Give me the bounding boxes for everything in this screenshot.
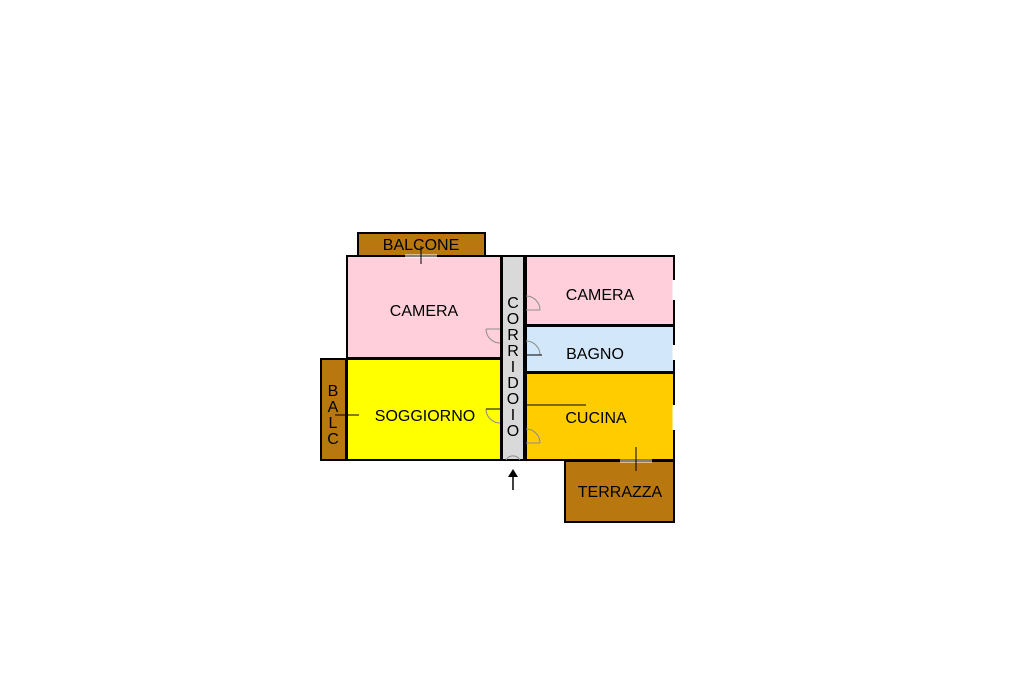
corridoio-area	[501, 255, 525, 461]
corridoio-label: C O R R I D O I O	[507, 295, 519, 440]
camera-right-label: CAMERA	[566, 287, 635, 304]
corridoio-letter: O	[507, 391, 519, 408]
corridoio-letter: O	[507, 311, 519, 328]
corridoio-letter: D	[507, 375, 519, 392]
balc-side-label: B A L C	[327, 383, 339, 448]
arrow-up-icon	[508, 469, 518, 490]
terrazza-area	[564, 460, 675, 523]
corridoio-letter: C	[507, 295, 519, 312]
camera-left-label: CAMERA	[390, 303, 459, 320]
door-marks	[485, 295, 586, 461]
corridoio-letter: I	[511, 359, 515, 376]
cucina-label: CUCINA	[565, 410, 627, 427]
balcone-top-label: BALCONE	[383, 237, 459, 254]
balc-letter: L	[329, 415, 338, 432]
window-marks	[335, 246, 676, 471]
balc-letter: B	[328, 383, 339, 400]
balc-letter: C	[327, 431, 339, 448]
corridoio-letter: R	[507, 343, 519, 360]
corridoio-letter: I	[511, 407, 515, 424]
soggiorno-label: SOGGIORNO	[375, 408, 475, 425]
corridoio-letter: O	[507, 423, 519, 440]
balc-letter: A	[328, 399, 339, 416]
cucina-area	[525, 372, 675, 461]
terrazza-label: TERRAZZA	[578, 484, 663, 501]
corridoio-letter: R	[507, 327, 519, 344]
bagno-area	[525, 325, 675, 373]
balc-side-area	[320, 358, 347, 461]
bagno-label: BAGNO	[566, 346, 624, 363]
